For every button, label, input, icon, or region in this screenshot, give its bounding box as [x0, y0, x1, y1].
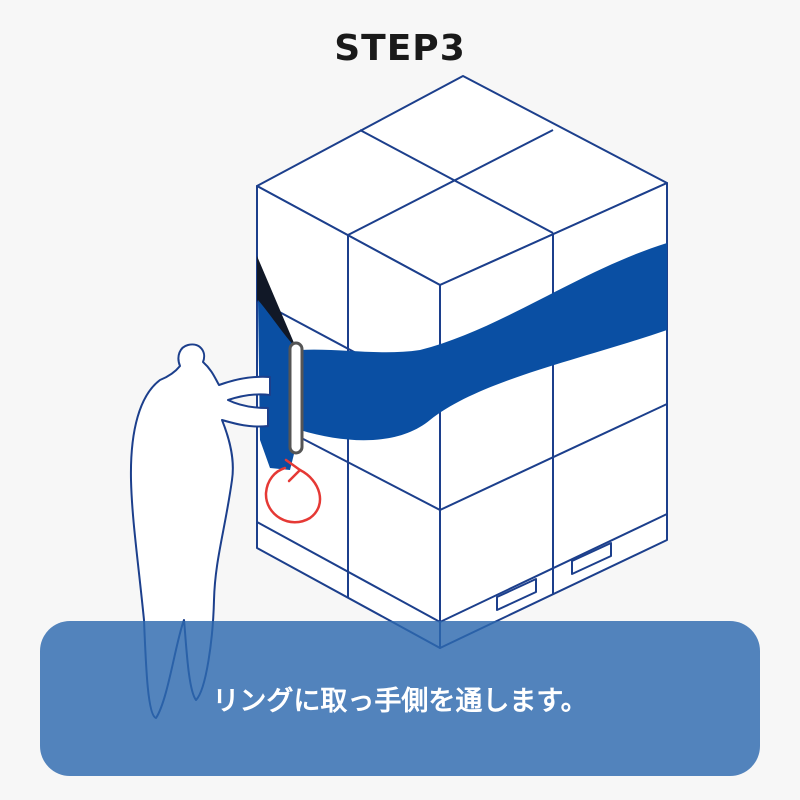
step-title: STEP3	[334, 28, 466, 69]
caption-text: リングに取っ手側を通します。	[212, 686, 588, 717]
pallet-slot-left	[496, 578, 537, 611]
pallet-slot-right	[571, 542, 612, 575]
rotate-arrow-icon	[264, 458, 322, 524]
ring	[288, 341, 304, 455]
wrap-band	[258, 243, 667, 470]
caption-panel: リングに取っ手側を通します。	[40, 621, 760, 776]
